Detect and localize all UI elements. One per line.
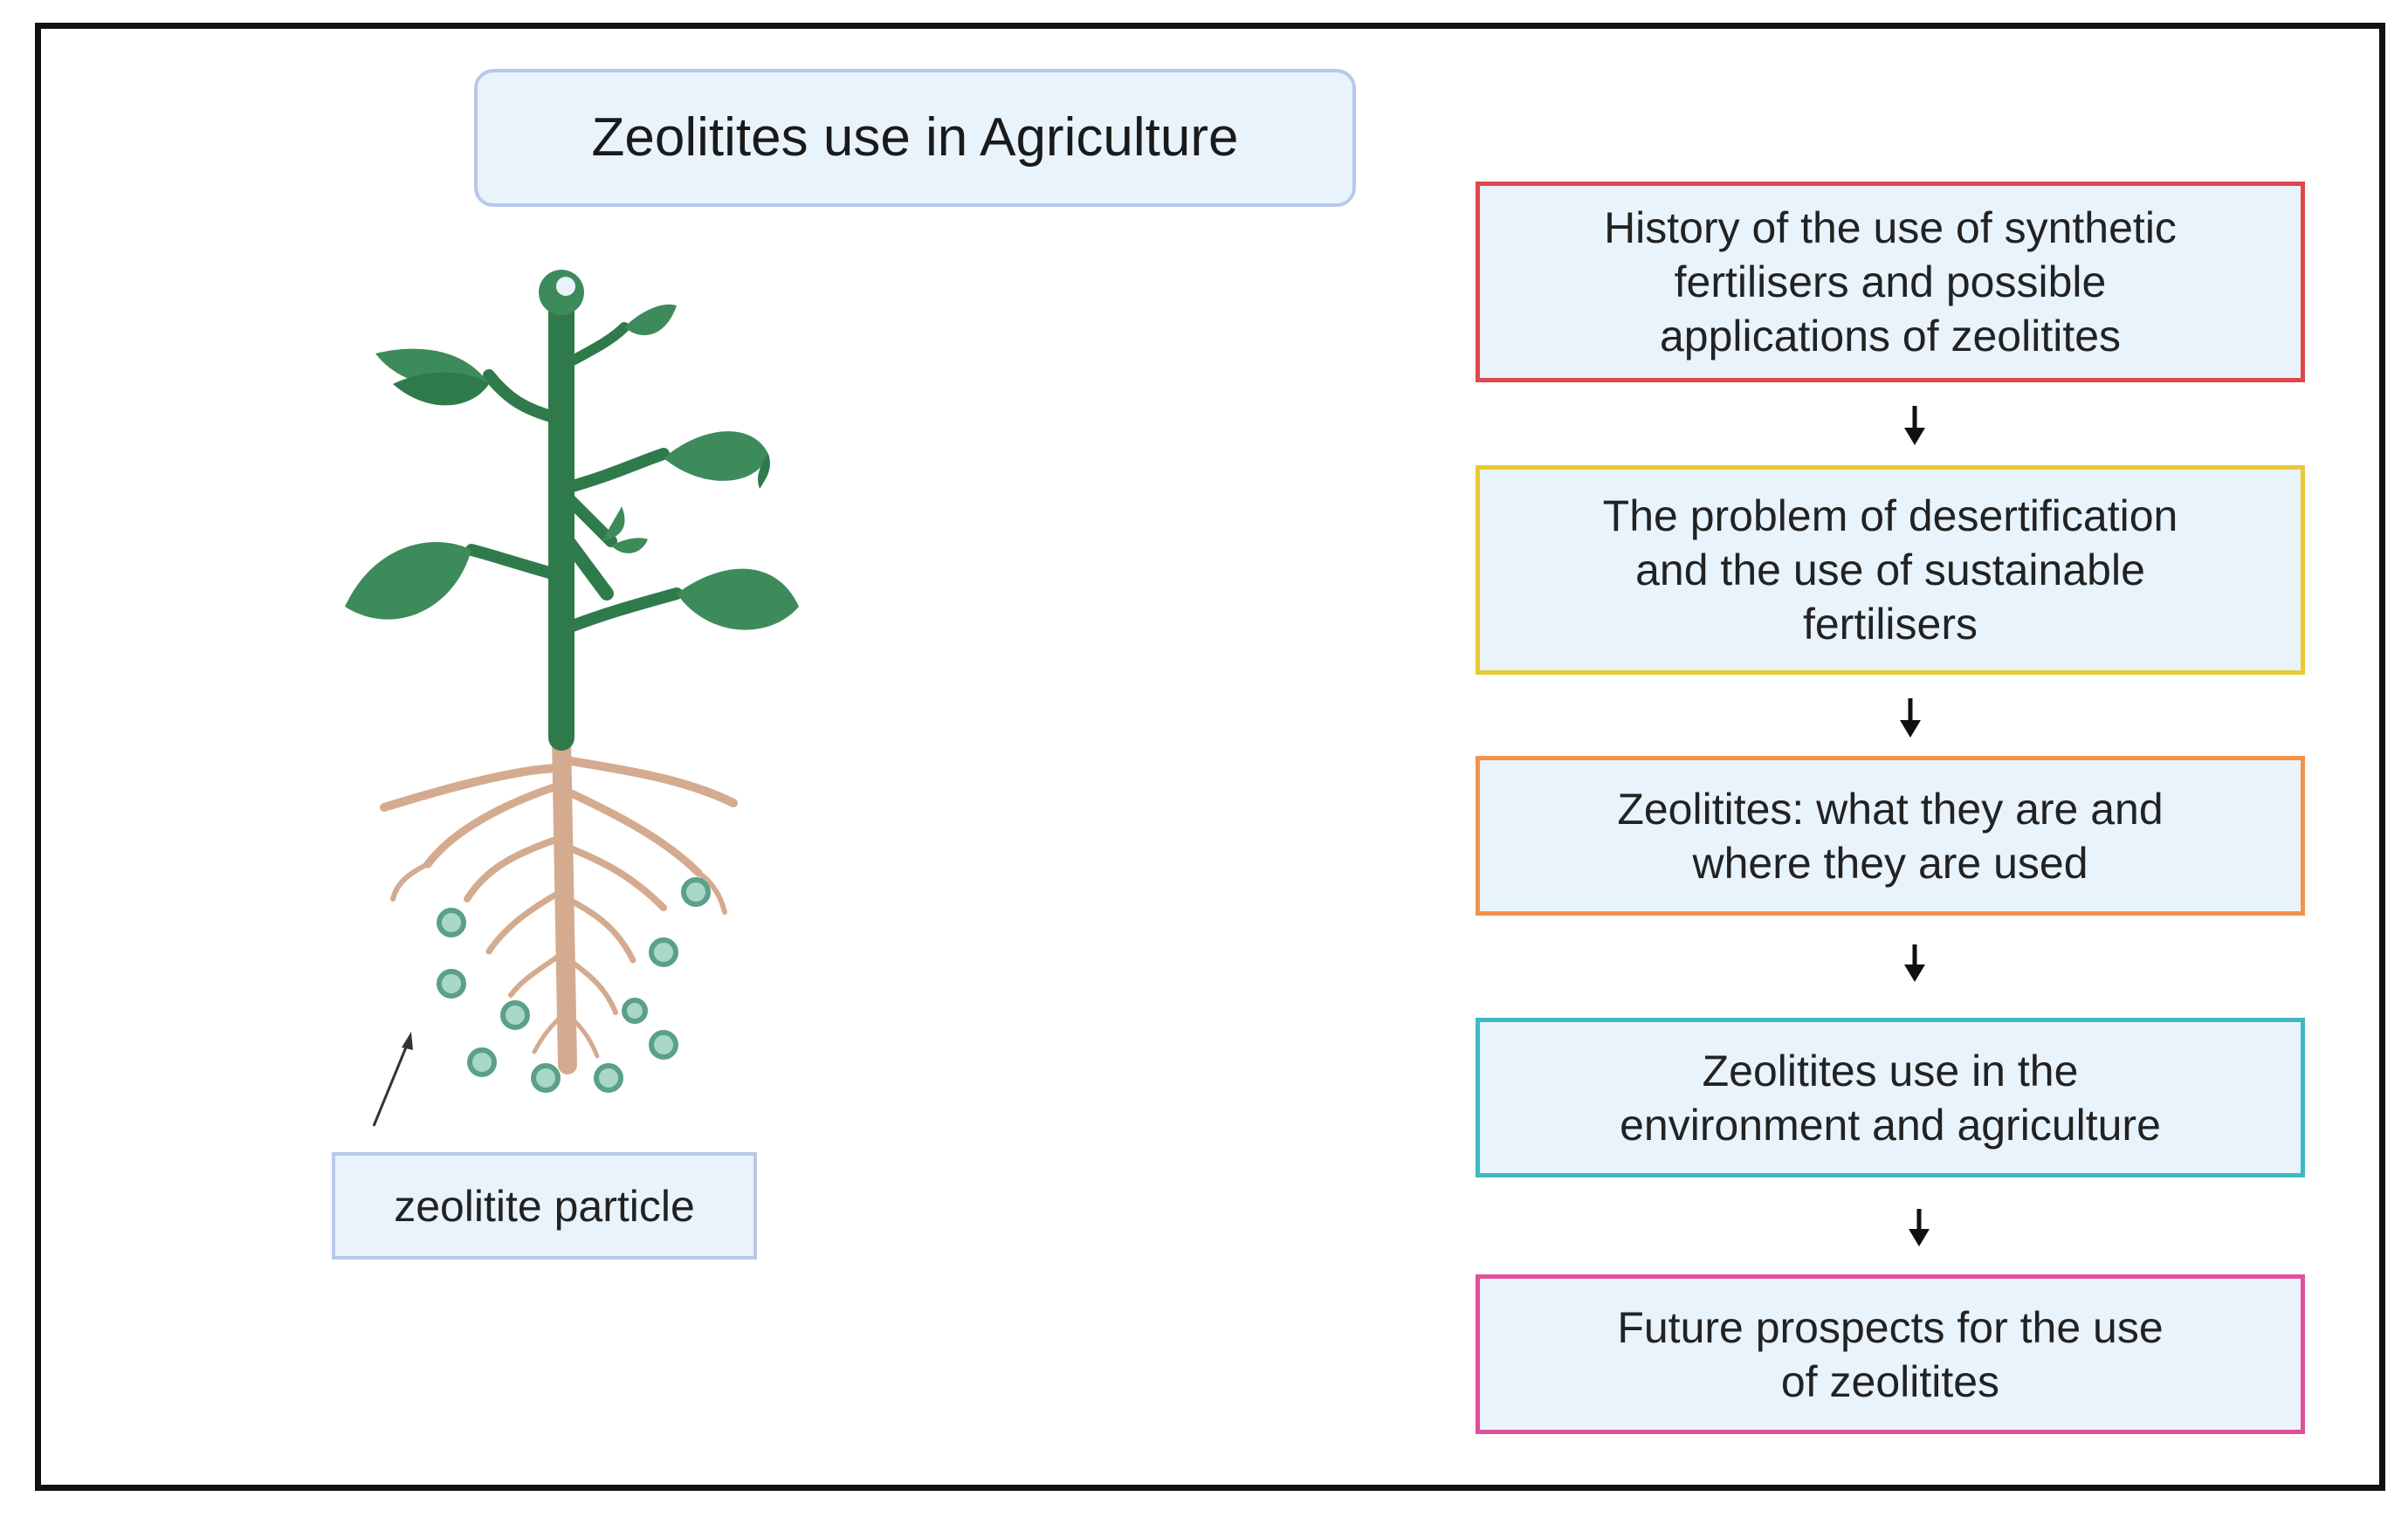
step-box-desertification: The problem of desertification and the u… [1476, 465, 2305, 675]
zeolitite-particle-icon [500, 1000, 530, 1030]
step-text: Zeolitites: what they are and where they… [1617, 784, 2164, 888]
step-box-what-zeolitites-are: Zeolitites: what they are and where they… [1476, 756, 2305, 916]
step-box-environment-agriculture: Zeolitites use in the environment and ag… [1476, 1018, 2305, 1177]
roots [380, 728, 738, 1074]
zeolitite-particle-icon [649, 937, 678, 967]
title-box: Zeolitites use in Agriculture [474, 69, 1356, 207]
zeolitite-particle-icon [622, 998, 648, 1024]
arrow-down-icon [1904, 406, 1925, 445]
diagram-title: Zeolitites use in Agriculture [591, 107, 1239, 168]
zeolitite-particle-icon [531, 1063, 561, 1093]
step-box-history: History of the use of synthetic fertilis… [1476, 182, 2305, 382]
particle-label: zeolitite particle [394, 1181, 695, 1231]
step-box-future-prospects: Future prospects for the use of zeolitit… [1476, 1274, 2305, 1434]
leaves [345, 304, 799, 630]
zeolitite-particle-icon [649, 1030, 678, 1060]
step-text: History of the use of synthetic fertilis… [1604, 203, 2177, 360]
arrow-down-icon [1904, 944, 1925, 982]
plant-icon [345, 270, 799, 1074]
step-text: Zeolitites use in the environment and ag… [1620, 1046, 2161, 1150]
zeolitite-particles [437, 877, 711, 1093]
zeolitite-particle-icon [681, 877, 711, 907]
zeolitite-particle-icon [594, 1063, 623, 1093]
particle-pointer-arrow [372, 1032, 413, 1127]
flow-arrows [1900, 406, 1930, 1246]
zeolitite-particle-icon [467, 1047, 497, 1077]
step-text: The problem of desertification and the u… [1602, 491, 2178, 649]
arrow-down-icon [1900, 698, 1921, 738]
zeolitite-particle-icon [437, 908, 466, 937]
step-text: Future prospects for the use of zeolitit… [1617, 1302, 2164, 1406]
zeolitite-particle-icon [437, 969, 466, 999]
particle-label-box: zeolitite particle [332, 1152, 757, 1260]
arrow-down-icon [1909, 1209, 1930, 1246]
